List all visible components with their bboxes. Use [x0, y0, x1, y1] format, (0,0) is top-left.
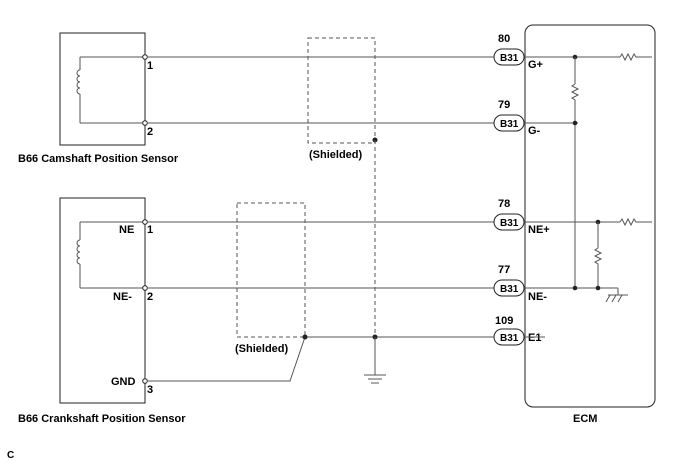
crankshaft-sensor-label: B66 Crankshaft Position Sensor: [18, 413, 186, 425]
camshaft-sensor-box: [59, 32, 146, 146]
crankshaft-pin-2-name: NE-: [113, 291, 132, 303]
camshaft-pin-2: 2: [147, 126, 153, 138]
ecm-connector-78: 78 B31 NE+: [493, 198, 550, 236]
ground-icon: [364, 337, 386, 384]
ecm-connector-77: 77 B31 NE-: [493, 264, 547, 303]
wire-gnd: [147, 336, 494, 382]
terminal-dot: [142, 54, 148, 60]
camshaft-sensor-label: B66 Camshaft Position Sensor: [18, 153, 179, 165]
ecm-pin-number: 80: [498, 33, 510, 45]
connector-code: B31: [500, 218, 519, 229]
crankshaft-pin-1-name: NE: [119, 224, 134, 236]
connector-code: B31: [500, 284, 519, 295]
terminal-dot: [142, 285, 148, 291]
connector-code: B31: [500, 119, 519, 130]
crankshaft-sensor-box: [59, 197, 146, 404]
crankshaft-pin-3-name: GND: [111, 376, 136, 388]
crankshaft-pin-2: 2: [147, 291, 153, 303]
ecm-pin-number: 109: [495, 315, 513, 327]
shield-junction-dot: [302, 334, 308, 340]
ecm-label: ECM: [573, 413, 597, 425]
ecm-pin-number: 79: [498, 99, 510, 111]
ecm-pin-name: G+: [528, 59, 543, 71]
lower-shield: [236, 202, 306, 338]
crankshaft-coil-icon: [76, 221, 145, 289]
ecm-connector-79: 79 B31 G-: [493, 99, 541, 137]
connector-code: B31: [500, 333, 519, 344]
ecm-box: [524, 24, 656, 408]
upper-shield: [307, 37, 376, 144]
terminal-dot: [142, 219, 148, 225]
connector-code: B31: [500, 53, 519, 64]
ecm-pin-name: NE-: [528, 291, 547, 303]
ecm-pin-name: E1: [528, 332, 541, 344]
upper-shield-label: (Shielded): [309, 149, 363, 161]
ecm-connector-80: 80 B31 G+: [493, 33, 543, 71]
terminal-dot: [142, 120, 148, 126]
camshaft-pin-1: 1: [147, 60, 153, 72]
ecm-internal-circuit: [524, 52, 652, 338]
ecm-pin-name: NE+: [528, 224, 550, 236]
camshaft-coil-icon: [76, 56, 145, 124]
diagram-code: C: [7, 450, 14, 461]
ecm-pin-number: 77: [498, 264, 510, 276]
crankshaft-pin-3: 3: [147, 384, 153, 396]
terminal-dot: [142, 378, 148, 384]
lower-shield-label: (Shielded): [235, 343, 289, 355]
ecm-pin-name: G-: [528, 125, 541, 137]
crankshaft-pin-1: 1: [147, 224, 153, 236]
ecm-connector-109: 109 B31 E1: [493, 315, 541, 346]
ecm-pin-number: 78: [498, 198, 510, 210]
